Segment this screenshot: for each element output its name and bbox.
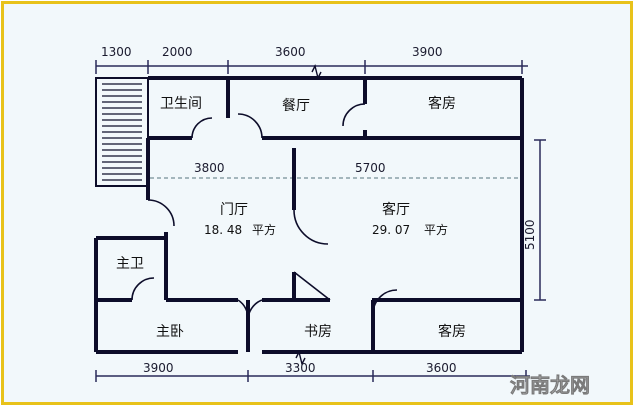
watermark: 河南龙网 (510, 373, 590, 397)
room-label-master-bath: 主卫 (116, 256, 144, 272)
dimension-lines (95, 60, 546, 382)
break-marks (295, 63, 322, 367)
foyer-area-unit: 平方 (252, 222, 276, 237)
inner-dim-living: 5700 (355, 161, 386, 175)
room-label-guest-bottom: 客房 (438, 323, 466, 340)
room-label-bathroom: 卫生间 (160, 96, 202, 112)
room-label-living: 客厅 (382, 201, 410, 218)
room-label-foyer: 门厅 (220, 202, 248, 218)
room-label-study: 书房 (304, 324, 332, 340)
top-dim-2: 2000 (162, 45, 193, 59)
right-dim: 5100 (523, 219, 537, 250)
foyer-area-value: 18. 48 (204, 223, 242, 237)
room-label-guest-top: 客房 (428, 95, 456, 112)
room-label-dining: 餐厅 (282, 98, 310, 114)
image-frame (1, 1, 633, 405)
door-swings (131, 103, 398, 323)
living-area-value: 29. 07 (372, 223, 410, 237)
top-dim-1: 1300 (101, 45, 132, 59)
stairs (95, 77, 149, 187)
bottom-dim-3: 3600 (426, 361, 457, 375)
top-dim-4: 3900 (412, 45, 443, 59)
room-label-master-bedroom: 主卧 (156, 324, 184, 340)
walls (94, 76, 524, 354)
bottom-dim-1: 3900 (143, 361, 174, 375)
bottom-dim-2: 3300 (285, 361, 316, 375)
inner-dim-foyer: 3800 (194, 161, 225, 175)
top-dim-3: 3600 (275, 45, 306, 59)
living-area-unit: 平方 (424, 222, 448, 237)
